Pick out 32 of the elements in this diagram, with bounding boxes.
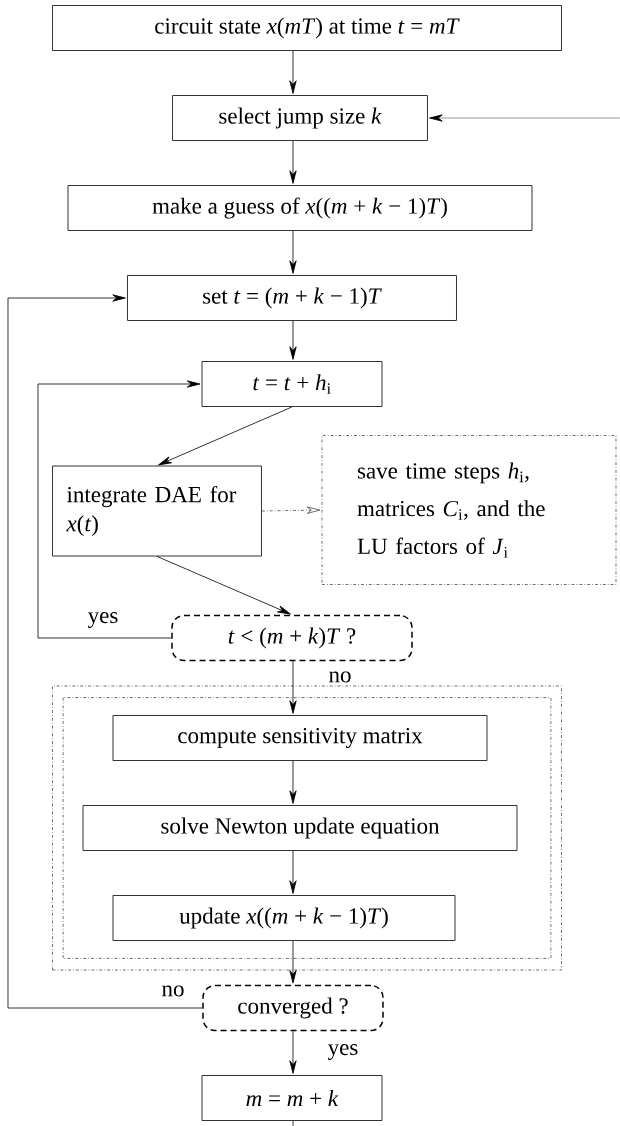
process-box: t = t + h$_{i}$ [201,361,383,407]
process-box: circuit state x(mT) at time t = mT [52,5,562,51]
arrow [289,850,297,894]
arrow [289,140,297,184]
edge-label: no [160,984,186,998]
edge-label: yes [326,1043,360,1061]
arrow [156,556,291,615]
arrow [289,760,297,804]
process-box: solve Newton update equation [82,805,518,851]
arrow [289,1030,297,1074]
decision-box: converged ? [202,984,384,1032]
process-box: set t = (m + k − 1)T [127,275,457,321]
arrow [7,294,203,1009]
arrow [37,380,201,639]
edge-label: yes [86,611,120,629]
group-frame [52,685,562,971]
note-box: save time steps h$_{i}$, matrices C$_{i}$, and the LU factors of J$_{i}$ [321,435,617,585]
process-box: compute sensitivity matrix [112,715,488,761]
process-box: update x((m + k − 1)T) [112,895,456,941]
arrow [261,506,321,514]
process-box: integrate DAE for x(t) [52,465,262,557]
arrow [289,660,297,714]
decision-box: t < (m + k)T ? [171,614,413,662]
process-box: m = m + k [201,1075,383,1121]
process-box: select jump size k [172,95,428,141]
edge-label: no [327,670,353,684]
arrow [289,940,297,984]
arrow [289,320,297,360]
arrow [289,50,297,94]
arrow [158,406,293,466]
arrow [289,230,297,274]
process-box: make a guess of x((m + k − 1)T) [67,185,533,231]
